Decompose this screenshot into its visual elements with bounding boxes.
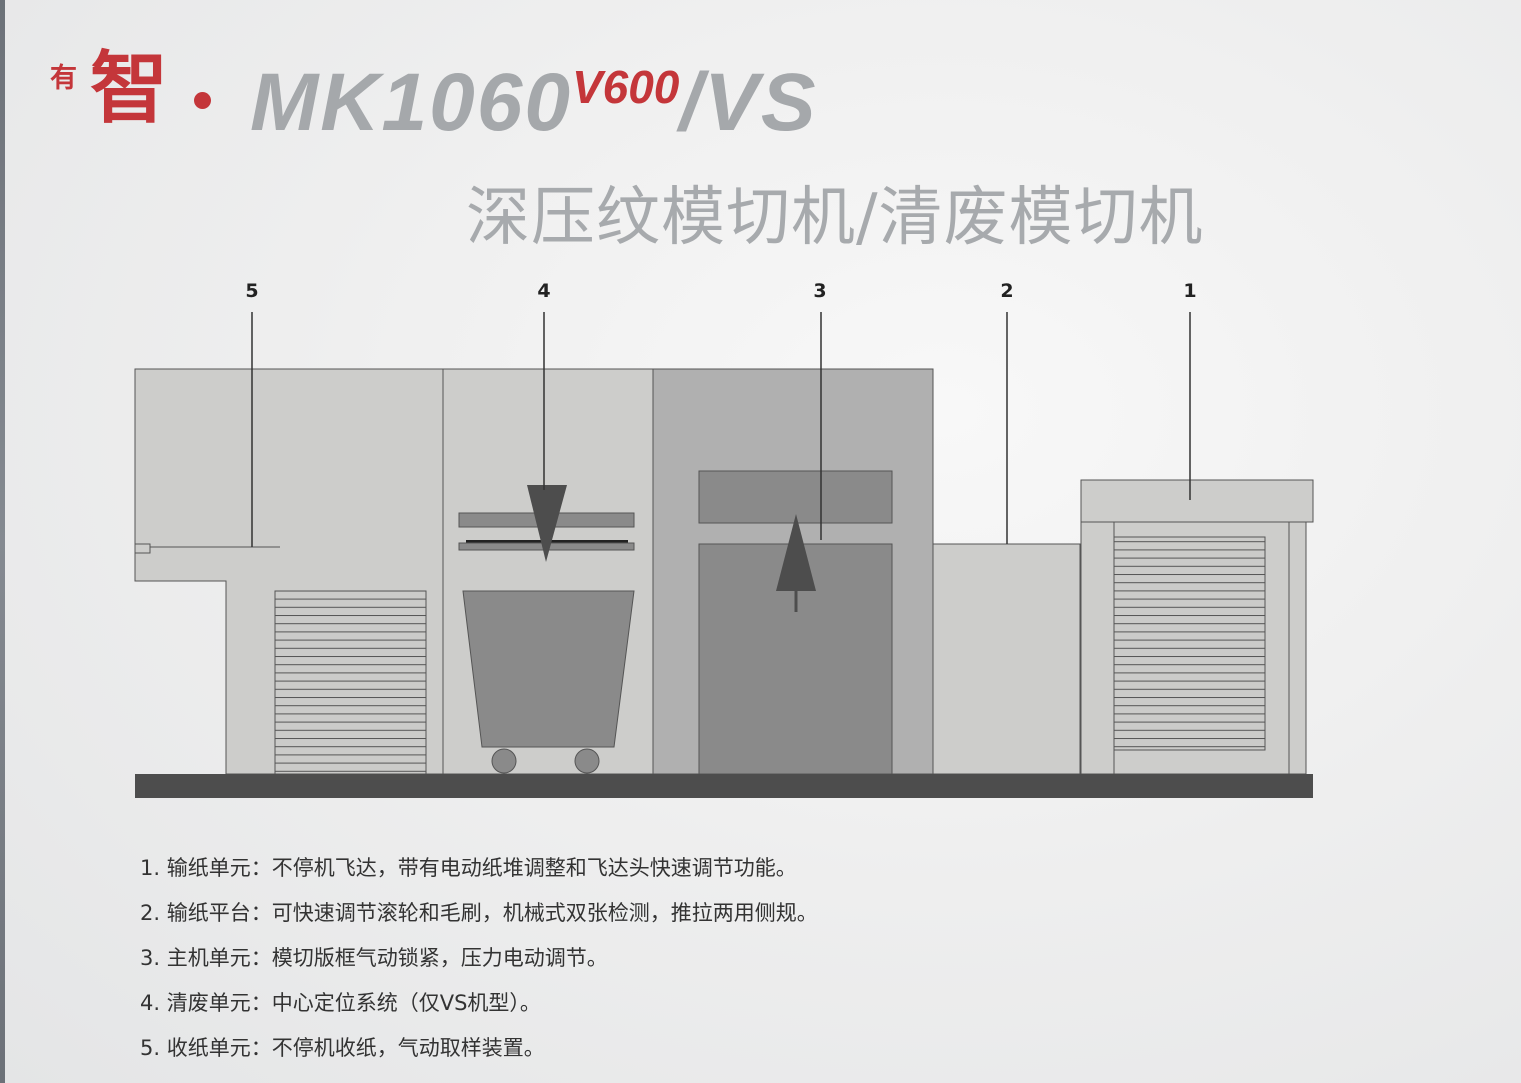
model-suffix: /VS (679, 57, 818, 148)
feature-num: 5. (140, 1036, 161, 1060)
feeder-paper-stack (1113, 536, 1266, 751)
left-edge-bar (0, 0, 5, 1083)
brand-dot-separator (194, 92, 211, 109)
machine-base (135, 774, 1313, 798)
bin-wheel-right (574, 748, 600, 774)
callout-4: 4 (537, 280, 551, 302)
callout-1: 1 (1183, 280, 1197, 302)
callout-3: 3 (813, 280, 827, 302)
feature-name: 收纸单元： (166, 1036, 272, 1060)
brand-small-char: 有 (50, 63, 77, 94)
waste-bin (462, 590, 635, 748)
upper-platen (698, 470, 893, 524)
callout-2: 2 (1000, 280, 1014, 302)
feature-list: 1. 输纸单元：不停机飞达，带有电动纸堆调整和飞达头快速调节功能。 2. 输纸平… (140, 852, 818, 1077)
feature-num: 2. (140, 901, 161, 925)
feature-desc: 可快速调节滚轮和毛刷，机械式双张检测，推拉两用侧规。 (271, 901, 818, 925)
feature-item-4: 4. 清废单元：中心定位系统（仅VS机型）。 (140, 987, 818, 1032)
model-superscript: V600 (571, 61, 680, 113)
up-arrow-icon (776, 514, 816, 591)
feeder-head (1080, 479, 1314, 523)
bin-wheel-left (491, 748, 517, 774)
feature-item-3: 3. 主机单元：模切版框气动锁紧，压力电动调节。 (140, 942, 818, 987)
down-arrow-icon (527, 485, 567, 562)
callout-5: 5 (245, 280, 259, 302)
feature-item-1: 1. 输纸单元：不停机飞达，带有电动纸堆调整和飞达头快速调节功能。 (140, 852, 818, 897)
feature-name: 输纸平台： (166, 901, 272, 925)
sample-slot (134, 543, 151, 554)
feature-name: 清废单元： (166, 991, 272, 1015)
main-unit (652, 368, 934, 775)
brand-big-char: 智 (90, 44, 169, 134)
callout-leaders (251, 312, 1191, 547)
feature-desc: 模切版框气动锁紧，压力电动调节。 (271, 946, 608, 970)
feature-item-5: 5. 收纸单元：不停机收纸，气动取样装置。 (140, 1032, 818, 1077)
feeder-unit (1080, 479, 1314, 775)
delivery-paper-stack (274, 590, 427, 775)
delivery-unit (134, 368, 444, 775)
stripping-unit (442, 368, 654, 775)
feeding-table (932, 543, 1081, 775)
feature-num: 4. (140, 991, 161, 1015)
model-title: MK1060V600/VS (250, 62, 818, 144)
page-subtitle: 深压纹模切机/清废模切机 (466, 181, 1204, 255)
feature-name: 主机单元： (166, 946, 272, 970)
feature-name: 输纸单元： (166, 856, 272, 880)
feature-desc: 不停机飞达，带有电动纸堆调整和飞达头快速调节功能。 (271, 856, 797, 880)
feature-desc: 中心定位系统（仅VS机型）。 (271, 991, 541, 1015)
feature-num: 1. (140, 856, 161, 880)
model-main: MK1060 (250, 57, 572, 148)
feature-num: 3. (140, 946, 161, 970)
feature-item-2: 2. 输纸平台：可快速调节滚轮和毛刷，机械式双张检测，推拉两用侧规。 (140, 897, 818, 942)
feature-desc: 不停机收纸，气动取样装置。 (271, 1036, 545, 1060)
